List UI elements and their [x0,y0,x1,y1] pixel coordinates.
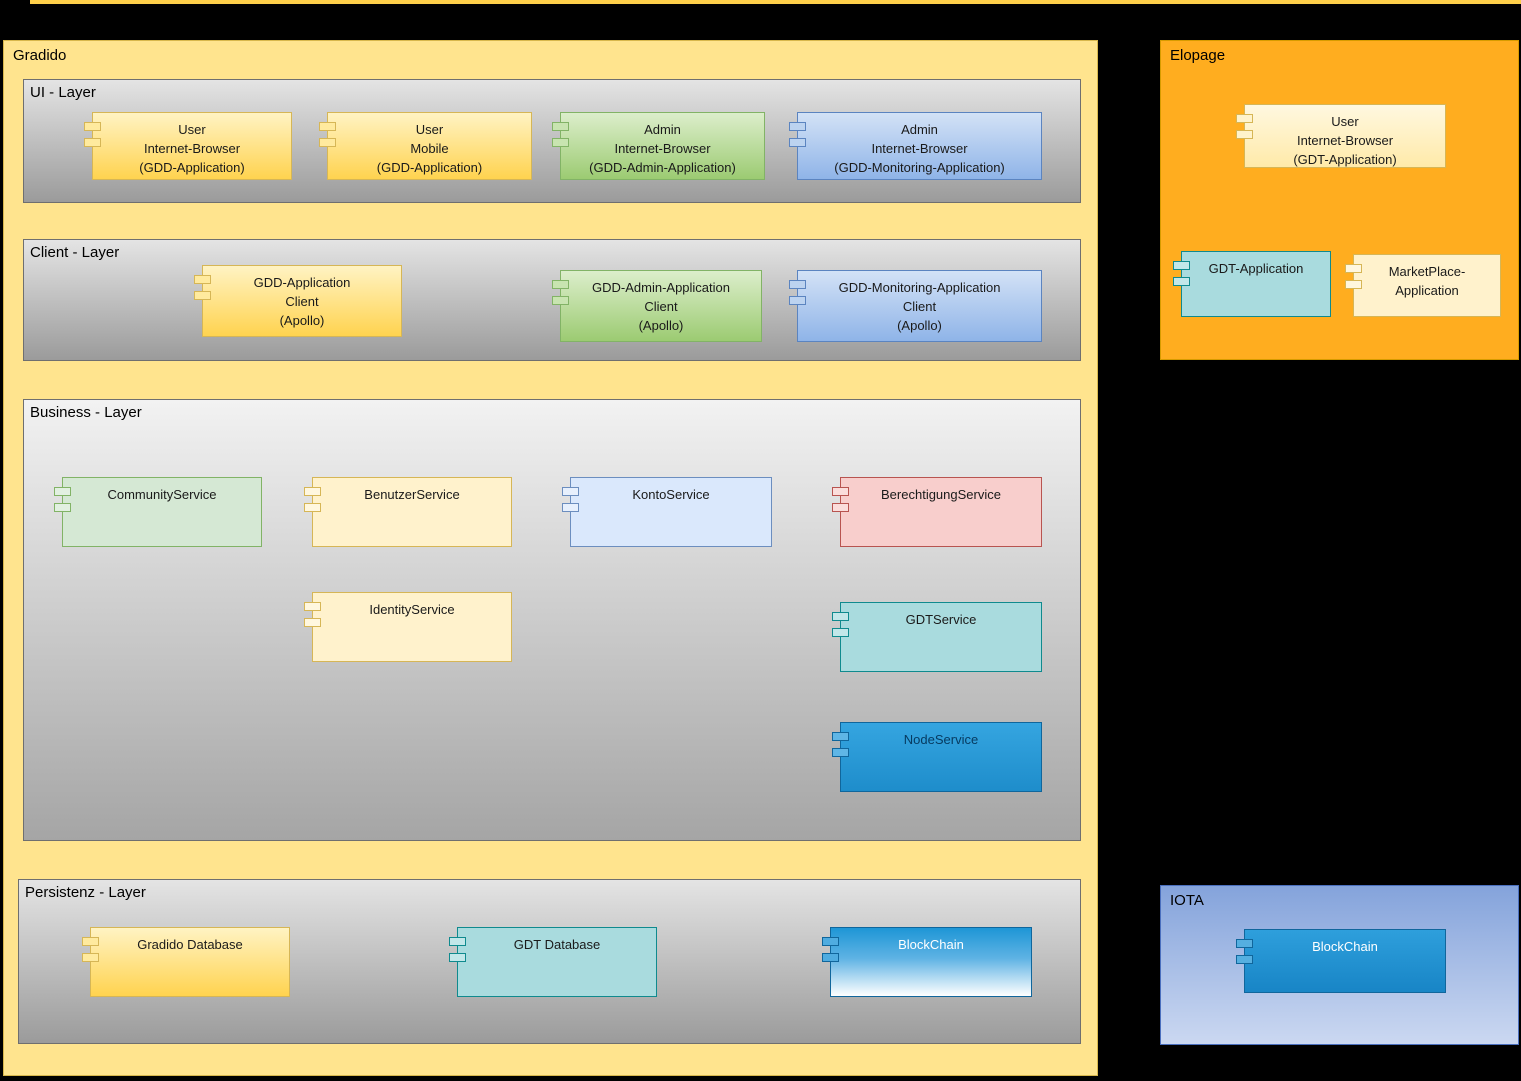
uml-component-tab-icon [832,748,849,757]
component-label: BlockChain [1312,939,1378,954]
component-label: Gradido Database [137,937,243,952]
uml-component-tab-icon [319,122,336,131]
uml-component-tab-icon [552,280,569,289]
uml-component-tab-icon [832,612,849,621]
uml-component-tab-icon [789,122,806,131]
uml-component-tab-icon [84,122,101,131]
component-gdd-admin-application-client[interactable]: GDD-Admin-Application Client (Apollo) [552,270,762,342]
layer-client-label: Client - Layer [30,244,120,261]
component-gdd-application-client[interactable]: GDD-Application Client (Apollo) [194,265,402,337]
uml-component-tab-icon [1345,264,1362,273]
uml-component-tab-icon [54,503,71,512]
layer-persistenz-label: Persistenz - Layer [25,884,146,901]
uml-component-tab-icon [194,275,211,284]
uml-component-tab-icon [304,602,321,611]
component-label: GDD-Admin-Application Client (Apollo) [592,280,730,333]
uml-component-tab-icon [832,732,849,741]
component-label: Admin Internet-Browser (GDD-Monitoring-A… [834,122,1005,175]
uml-component-tab-icon [319,138,336,147]
container-gradido-label: Gradido [13,47,67,64]
component-admin-internet-browser-gdd-admin[interactable]: Admin Internet-Browser (GDD-Admin-Applic… [552,112,765,180]
component-label: GDD-Monitoring-Application Client (Apoll… [838,280,1001,333]
container-iota[interactable]: IOTA BlockChain [1160,885,1519,1045]
uml-component-tab-icon [552,138,569,147]
uml-component-tab-icon [82,953,99,962]
uml-component-tab-icon [789,138,806,147]
component-admin-internet-browser-gdd-monitoring[interactable]: Admin Internet-Browser (GDD-Monitoring-A… [789,112,1042,180]
component-label: User Internet-Browser (GDD-Application) [139,122,245,175]
component-user-internet-browser-gdd[interactable]: User Internet-Browser (GDD-Application) [84,112,292,180]
component-label: BerechtigungService [881,487,1001,502]
layer-ui[interactable]: UI - Layer User Internet-Browser (GDD-Ap… [23,79,1081,203]
layer-ui-label: UI - Layer [30,84,96,101]
component-berechtigungservice[interactable]: BerechtigungService [832,477,1042,547]
container-iota-label: IOTA [1170,892,1204,909]
component-user-internet-browser-gdt[interactable]: User Internet-Browser (GDT-Application) [1236,104,1446,168]
uml-component-tab-icon [304,503,321,512]
uml-component-tab-icon [304,618,321,627]
layer-business-label: Business - Layer [30,404,142,421]
component-identityservice[interactable]: IdentityService [304,592,512,662]
uml-component-tab-icon [562,503,579,512]
component-gdd-monitoring-application-client[interactable]: GDD-Monitoring-Application Client (Apoll… [789,270,1042,342]
uml-component-tab-icon [552,122,569,131]
uml-component-tab-icon [552,296,569,305]
uml-component-tab-icon [1236,130,1253,139]
uml-component-tab-icon [304,487,321,496]
uml-component-tab-icon [832,628,849,637]
container-gradido[interactable]: Gradido UI - Layer User Internet-Browser… [3,40,1098,1076]
container-elopage[interactable]: Elopage User Internet-Browser (GDT-Appli… [1160,40,1519,360]
component-label: NodeService [903,732,979,747]
component-label: GDD-Application Client (Apollo) [253,275,351,328]
canvas-top-edge [30,0,1521,4]
component-label: GDTService [905,612,977,627]
uml-component-tab-icon [832,487,849,496]
component-gdt-database[interactable]: GDT Database [449,927,657,997]
component-label: Admin Internet-Browser (GDD-Admin-Applic… [589,122,736,175]
uml-component-tab-icon [84,138,101,147]
component-label: BenutzerService [364,487,460,502]
component-gdt-application[interactable]: GDT-Application [1173,251,1331,317]
uml-component-tab-icon [449,937,466,946]
layer-business[interactable]: Business - Layer CommunityService Benutz… [23,399,1081,841]
component-marketplace-application[interactable]: MarketPlace- Application [1345,254,1501,317]
component-benutzerservice[interactable]: BenutzerService [304,477,512,547]
component-gdtservice[interactable]: GDTService [832,602,1042,672]
uml-component-tab-icon [832,503,849,512]
uml-component-tab-icon [194,291,211,300]
layer-client[interactable]: Client - Layer GDD-Application Client (A… [23,239,1081,361]
uml-component-tab-icon [789,280,806,289]
uml-component-tab-icon [1173,261,1190,270]
uml-component-tab-icon [54,487,71,496]
uml-component-tab-icon [822,953,839,962]
uml-component-tab-icon [1173,277,1190,286]
component-label: MarketPlace- Application [1388,264,1466,298]
uml-component-tab-icon [562,487,579,496]
component-label: BlockChain [898,937,964,952]
uml-component-tab-icon [82,937,99,946]
uml-component-tab-icon [1345,280,1362,289]
uml-component-tab-icon [1236,955,1253,964]
component-nodeservice[interactable]: NodeService [832,722,1042,792]
component-iota-blockchain[interactable]: BlockChain [1236,929,1446,993]
component-label: User Internet-Browser (GDT-Application) [1293,114,1397,167]
uml-component-tab-icon [449,953,466,962]
component-label: GDT Database [513,937,601,952]
uml-component-tab-icon [1236,939,1253,948]
component-label: CommunityService [107,487,217,502]
component-blockchain[interactable]: BlockChain [822,927,1032,997]
uml-component-tab-icon [822,937,839,946]
uml-component-tab-icon [1236,114,1253,123]
component-kontoservice[interactable]: KontoService [562,477,772,547]
uml-component-tab-icon [789,296,806,305]
component-label: KontoService [632,487,710,502]
container-elopage-label: Elopage [1170,47,1226,64]
component-label: GDT-Application [1208,261,1304,276]
layer-persistenz[interactable]: Persistenz - Layer Gradido Database GDT … [18,879,1081,1044]
component-user-mobile-gdd[interactable]: User Mobile (GDD-Application) [319,112,532,180]
component-label: IdentityService [369,602,455,617]
component-gradido-database[interactable]: Gradido Database [82,927,290,997]
component-communityservice[interactable]: CommunityService [54,477,262,547]
component-label: User Mobile (GDD-Application) [376,122,483,175]
